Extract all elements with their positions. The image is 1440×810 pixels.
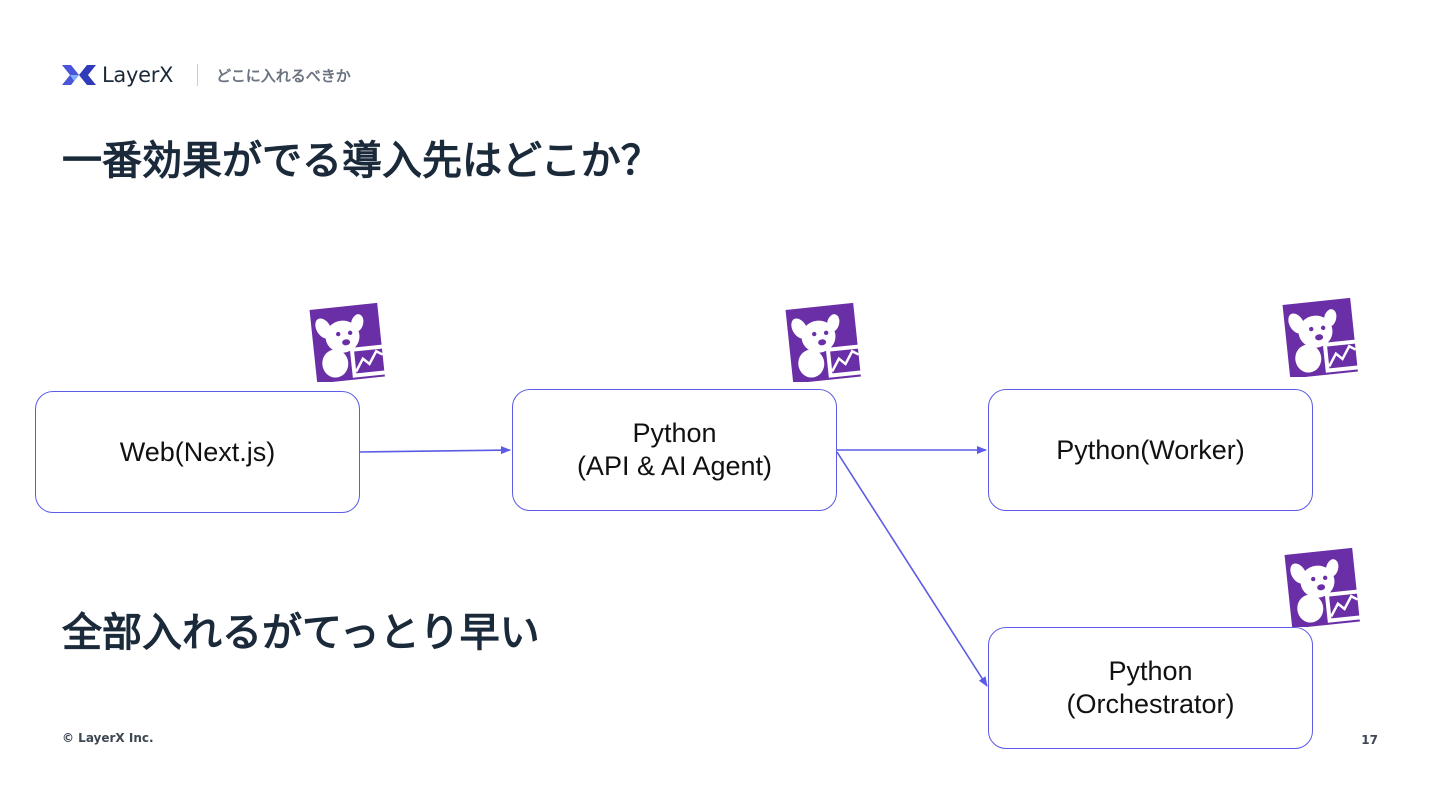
copyright: © LayerX Inc.	[62, 731, 154, 745]
slide-subtitle: 全部入れるがてっとり早い	[62, 610, 540, 656]
slide-title: 一番効果がでる導入先はどこか？	[62, 138, 661, 184]
edge-api-to-orchestrator	[836, 451, 988, 687]
node-python-orchestrator: Python (Orchestrator)	[988, 627, 1313, 749]
brand-name: LayerX	[102, 63, 174, 87]
node-label-line-1: Python	[632, 418, 717, 448]
datadog-dog-icon	[1282, 297, 1362, 377]
node-label: Web(Next.js)	[119, 436, 276, 467]
node-web-nextjs: Web(Next.js)	[35, 391, 360, 513]
node-python-worker: Python(Worker)	[988, 389, 1313, 511]
edge-web-to-api	[359, 446, 511, 455]
datadog-dog-icon	[1284, 547, 1364, 627]
header-divider	[197, 64, 199, 86]
layerx-logo-icon	[62, 65, 96, 85]
node-label: Python(Worker)	[1056, 434, 1245, 465]
slide-header: LayerX どこに入れるべきか	[62, 60, 351, 90]
datadog-dog-icon	[309, 302, 389, 382]
node-label-line-2: (Orchestrator)	[1066, 689, 1235, 719]
node-python-api: Python (API & AI Agent)	[512, 389, 837, 511]
node-label-line-2: (API & AI Agent)	[576, 451, 773, 481]
section-label: どこに入れるべきか	[216, 66, 351, 85]
node-label-line-1: Python	[1108, 656, 1193, 686]
page-number: 17	[1361, 733, 1378, 747]
datadog-dog-icon	[785, 302, 865, 382]
